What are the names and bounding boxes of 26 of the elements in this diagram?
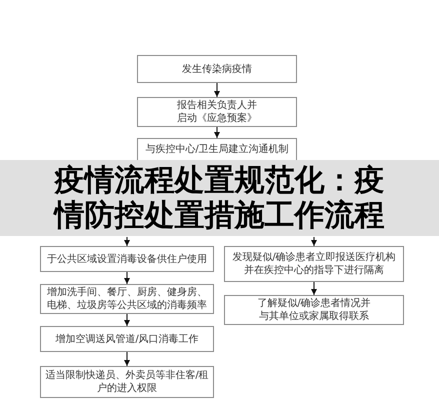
title: 疫情流程处置规范化：疫情防控处置措施工作流程	[52, 163, 386, 233]
step-text: 发现疑似/确诊患者立即报送医疗机构并在疾控中心的指导下进行隔离	[231, 251, 397, 277]
arrow	[124, 236, 130, 246]
step-text: 与疾控中心/卫生局建立沟通机制	[145, 143, 289, 156]
process-box	[224, 246, 404, 282]
arrow	[124, 314, 130, 326]
step-text: 了解疑似/确诊患者情况并与其单位或家属取得联系	[256, 297, 372, 323]
process-box	[40, 284, 214, 314]
process-box	[40, 326, 214, 352]
step-text: 增加洗手间、餐厅、厨房、健身房、电梯、垃圾房等公共区域的消毒频率	[46, 286, 208, 312]
process-box	[137, 97, 297, 127]
step-text: 发生传染病疫情	[182, 62, 252, 76]
arrow	[311, 236, 317, 246]
step-text: 于公共区域设置消毒设备供住户使用	[47, 252, 207, 266]
step-text: 报告相关负责人并启动《应急预案》	[176, 99, 258, 125]
arrow	[124, 272, 130, 284]
process-box	[137, 55, 297, 83]
arrow	[124, 352, 130, 366]
arrow	[214, 82, 220, 98]
process-box	[137, 138, 297, 160]
arrow	[214, 126, 220, 138]
step-text: 适当限制快递员、外卖员等非住客/租户的进入权限	[44, 369, 210, 395]
step-text: 增加空调送风管道/风口消毒工作	[55, 332, 199, 346]
process-box	[40, 246, 214, 272]
arrow	[311, 282, 317, 296]
process-box	[224, 295, 404, 325]
